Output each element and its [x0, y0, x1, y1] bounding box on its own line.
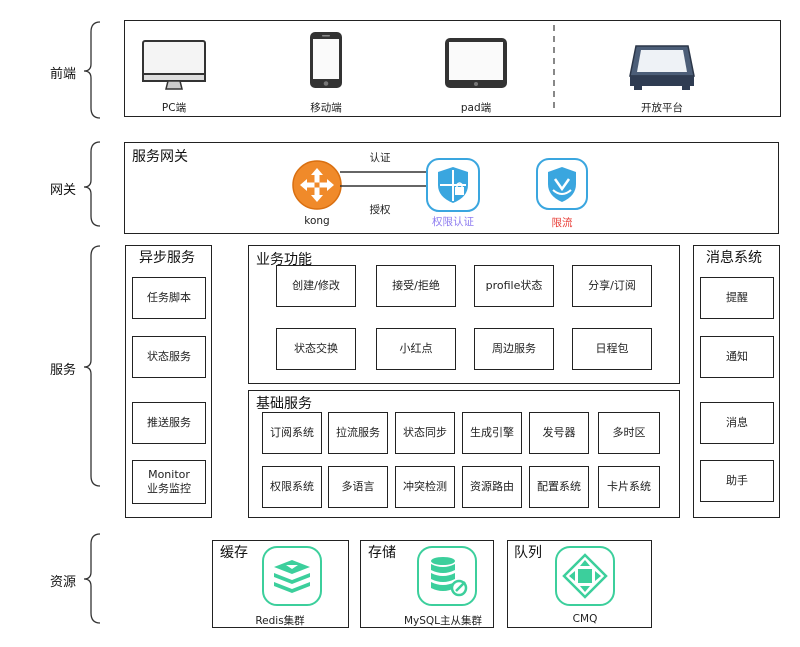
message-item-remind: 提醒	[700, 277, 774, 319]
layer-braces	[83, 21, 101, 624]
base-permission-system: 权限系统	[262, 466, 322, 508]
business-schedule-pack: 日程包	[572, 328, 652, 370]
open-platform-icon	[629, 45, 695, 90]
message-item-assistant: 助手	[700, 460, 774, 502]
base-id-generator: 发号器	[529, 412, 589, 454]
message-item-message: 消息	[700, 402, 774, 444]
business-title: 业务功能	[256, 252, 312, 268]
ratelimit-label: 限流	[551, 217, 573, 229]
layer-label-service: 服务	[50, 363, 77, 378]
layer-label-frontend: 前端	[50, 67, 77, 82]
redis-label: Redis集群	[255, 615, 305, 627]
business-share-subscribe: 分享/订阅	[572, 265, 652, 307]
mysql-database-icon	[417, 546, 477, 606]
base-card-system: 卡片系统	[598, 466, 660, 508]
frontend-pc-label: PC端	[161, 102, 187, 114]
base-subscribe-system: 订阅系统	[262, 412, 322, 454]
base-multi-language: 多语言	[328, 466, 388, 508]
base-stream-pull: 拉流服务	[328, 412, 388, 454]
business-profile-status: profile状态	[474, 265, 554, 307]
base-conflict-detect: 冲突检测	[395, 466, 455, 508]
auth-bottom-label: 授权	[369, 204, 391, 216]
frontend-divider	[553, 25, 555, 113]
cache-title: 缓存	[220, 545, 248, 561]
message-title: 消息系统	[706, 250, 762, 266]
monitor-icon	[142, 40, 206, 90]
permission-shield-icon	[426, 158, 480, 212]
message-item-notify: 通知	[700, 336, 774, 378]
business-red-dot: 小红点	[376, 328, 456, 370]
business-nearby-service: 周边服务	[474, 328, 554, 370]
business-create-edit: 创建/修改	[276, 265, 356, 307]
kong-label: kong	[304, 215, 330, 227]
ratelimit-shield-icon	[536, 158, 588, 210]
async-title: 异步服务	[139, 250, 195, 266]
queue-title: 队列	[514, 545, 542, 561]
tablet-icon	[445, 38, 507, 88]
cmq-label: CMQ	[572, 613, 598, 625]
gateway-connectors	[340, 171, 426, 187]
layer-label-resource: 资源	[50, 575, 77, 590]
frontend-open-label: 开放平台	[641, 102, 683, 114]
mysql-label: MySQL主从集群	[403, 615, 483, 627]
frontend-pad-label: pad端	[460, 102, 492, 114]
base-title: 基础服务	[256, 396, 312, 412]
layer-label-gateway: 网关	[50, 183, 77, 198]
cmq-queue-icon	[555, 546, 615, 606]
permission-label: 权限认证	[432, 216, 474, 228]
frontend-mobile-label: 移动端	[310, 102, 342, 114]
async-item-status-service: 状态服务	[132, 336, 206, 378]
business-status-exchange: 状态交换	[276, 328, 356, 370]
storage-title: 存储	[368, 545, 396, 561]
redis-icon	[262, 546, 322, 606]
base-multi-timezone: 多时区	[598, 412, 660, 454]
async-item-push-service: 推送服务	[132, 402, 206, 444]
brace-service	[83, 245, 101, 487]
brace-frontend	[83, 21, 101, 119]
auth-top-label: 认证	[369, 152, 391, 164]
business-accept-reject: 接受/拒绝	[376, 265, 456, 307]
phone-icon	[310, 32, 342, 88]
kong-router-icon	[292, 160, 342, 210]
async-item-monitor: Monitor 业务监控	[132, 460, 206, 504]
gateway-title: 服务网关	[132, 149, 188, 165]
brace-resource	[83, 533, 101, 624]
base-gen-engine: 生成引擎	[462, 412, 522, 454]
async-item-task-script: 任务脚本	[132, 277, 206, 319]
base-status-sync: 状态同步	[395, 412, 455, 454]
base-config-system: 配置系统	[529, 466, 589, 508]
brace-gateway	[83, 141, 101, 227]
base-resource-route: 资源路由	[462, 466, 522, 508]
